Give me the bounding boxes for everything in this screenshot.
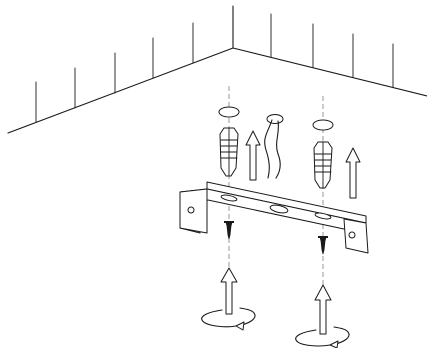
wall-plug-left-icon (219, 127, 239, 177)
push-up-arrow-bottom-right-icon (314, 284, 332, 335)
bracket-slot-left-icon (220, 194, 238, 202)
wall-plug-right-icon (313, 141, 333, 189)
rotate-arrow-right-icon (295, 326, 350, 348)
bracket-center-hole-icon (269, 204, 289, 214)
ceiling-hatch-right (270, 13, 394, 88)
ceiling-hatch-left (35, 22, 194, 123)
screw-left-icon (224, 221, 234, 240)
bracket-slot-right-icon (314, 212, 332, 220)
mounting-bracket-icon (179, 181, 369, 254)
cable-hole-icon (266, 114, 284, 124)
rotate-arrow-left-icon (201, 307, 256, 331)
bracket-left-hole-icon (187, 206, 195, 214)
push-up-arrow-left-icon (245, 130, 261, 181)
drill-hole-left-icon (218, 106, 240, 118)
screw-right-icon (318, 236, 328, 255)
drill-hole-right-icon (312, 119, 334, 131)
push-up-arrow-bottom-left-icon (220, 267, 238, 315)
ceiling-corner-icon (7, 5, 427, 134)
bracket-right-tab (343, 218, 369, 254)
push-up-arrow-right-icon (345, 147, 361, 199)
ceiling-edge-lines (7, 47, 427, 134)
bracket-right-hole-icon (348, 231, 356, 239)
cable-icon (264, 114, 284, 179)
